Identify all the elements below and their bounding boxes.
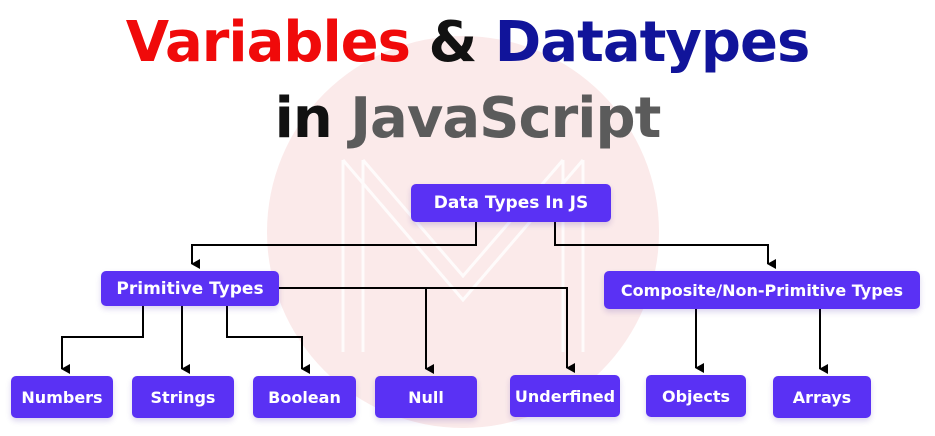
connector-root-primitive	[191, 222, 477, 269]
node-underfined: Underfined	[510, 375, 620, 417]
node-data-types-in-js: Data Types In JS	[411, 184, 611, 222]
title-in: in	[274, 86, 333, 151]
title-line-2: in JavaScript	[0, 86, 935, 152]
connector-primitive-numbers	[61, 306, 144, 374]
node-numbers: Numbers	[11, 376, 113, 418]
title-line-1: Variables & Datatypes	[0, 10, 935, 76]
connector-primitive-boolean	[226, 306, 310, 374]
connector-root-composite	[554, 222, 776, 269]
node-boolean: Boolean	[253, 376, 356, 418]
title-ampersand: &	[428, 10, 477, 75]
node-primitive-types: Primitive Types	[101, 271, 279, 306]
title-variables: Variables	[125, 10, 411, 75]
node-null: Null	[375, 376, 477, 418]
node-objects: Objects	[646, 375, 746, 417]
node-strings: Strings	[132, 376, 234, 418]
title-javascript: JavaScript	[350, 86, 661, 151]
node-arrays: Arrays	[773, 376, 871, 418]
title-datatypes: Datatypes	[494, 10, 811, 75]
node-composite-types: Composite/Non-Primitive Types	[604, 271, 920, 309]
connector-primitive-underfined	[279, 287, 575, 373]
